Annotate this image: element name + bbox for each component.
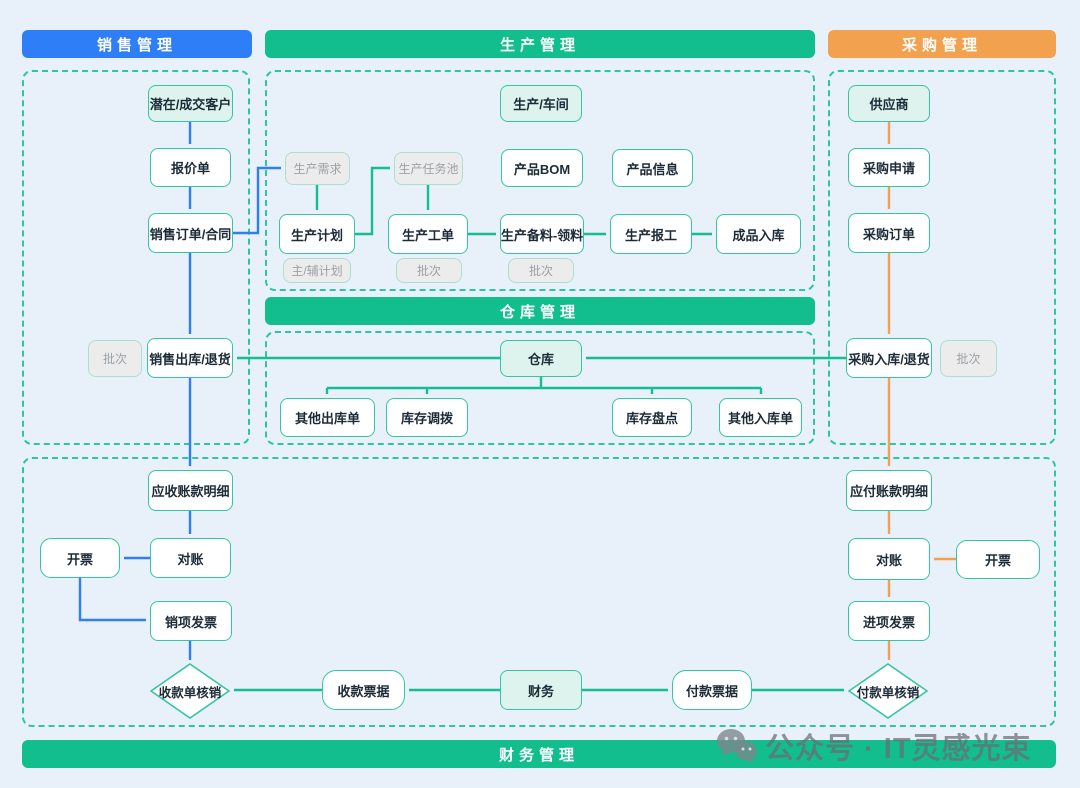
wechat-icon bbox=[717, 729, 757, 763]
node-production-plan: 生产计划 bbox=[279, 214, 355, 254]
zone-finance bbox=[22, 457, 1056, 727]
node-quotation: 报价单 bbox=[150, 148, 231, 187]
header-production-management: 生产管理 bbox=[265, 30, 815, 58]
node-batch-purchase: 批次 bbox=[940, 340, 997, 377]
arrow-order-to-production-demand bbox=[233, 166, 281, 235]
node-payable-detail: 应付账款明细 bbox=[846, 470, 932, 511]
node-sales-order: 销售订单/合同 bbox=[148, 213, 233, 253]
node-reconcile-right: 对账 bbox=[848, 538, 930, 580]
diamond-label: 付款单核销 bbox=[856, 685, 920, 700]
node-product-bom: 产品BOM bbox=[501, 149, 583, 187]
node-sales-invoice: 销项发票 bbox=[150, 601, 232, 641]
node-payment-writeoff: 付款单核销 bbox=[848, 663, 928, 719]
node-other-inbound: 其他入库单 bbox=[719, 398, 802, 437]
diamond-label: 收款单核销 bbox=[158, 685, 222, 700]
diamond-shape bbox=[848, 663, 928, 719]
node-warehouse: 仓库 bbox=[500, 340, 582, 377]
zone-procurement bbox=[828, 70, 1056, 445]
warehouse-branch-trunk bbox=[327, 377, 761, 390]
node-batch-work-order: 批次 bbox=[396, 258, 462, 283]
header-sales-management: 销售管理 bbox=[22, 30, 252, 58]
node-production-task-pool: 生产任务池 bbox=[394, 152, 463, 185]
node-invoice-right: 开票 bbox=[956, 540, 1040, 579]
node-purchase-request: 采购申请 bbox=[848, 148, 930, 187]
arrow-plan-to-task-pool bbox=[355, 166, 390, 236]
header-finance-management: 财务管理 bbox=[22, 740, 1056, 768]
node-production-work-order: 生产工单 bbox=[388, 214, 468, 254]
node-production-material: 生产备料-领料 bbox=[500, 214, 584, 254]
zone-sales bbox=[22, 70, 250, 445]
arrow-invoice-to-sales-invoice bbox=[78, 578, 146, 622]
node-input-invoice: 进项发票 bbox=[848, 601, 930, 641]
node-invoice-left: 开票 bbox=[40, 538, 120, 578]
node-other-outbound: 其他出库单 bbox=[280, 398, 375, 437]
node-batch-sales: 批次 bbox=[88, 340, 142, 377]
node-potential-customer: 潜在/成交客户 bbox=[148, 85, 233, 122]
node-inventory-transfer: 库存调拨 bbox=[386, 398, 468, 437]
node-reconcile-left: 对账 bbox=[150, 538, 231, 578]
node-receivable-detail: 应收账款明细 bbox=[148, 470, 233, 511]
zone-warehouse bbox=[265, 331, 815, 445]
node-receipt-writeoff: 收款单核销 bbox=[150, 663, 230, 719]
node-purchase-inbound: 采购入库/退货 bbox=[846, 338, 932, 378]
node-inventory-count: 库存盘点 bbox=[612, 398, 692, 437]
node-production-workshop: 生产/车间 bbox=[500, 85, 582, 122]
node-main-aux-plan: 主/辅计划 bbox=[283, 258, 351, 283]
node-product-info: 产品信息 bbox=[612, 149, 693, 187]
node-sales-outbound: 销售出库/退货 bbox=[147, 338, 233, 378]
node-finance-hub: 财务 bbox=[500, 670, 582, 710]
node-payment-bill: 付款票据 bbox=[672, 670, 752, 710]
node-receipt-bill: 收款票据 bbox=[322, 670, 405, 710]
header-warehouse-management: 仓库管理 bbox=[265, 297, 815, 325]
node-supplier: 供应商 bbox=[848, 85, 930, 122]
diamond-shape bbox=[150, 663, 230, 719]
zone-production bbox=[265, 70, 815, 291]
node-production-demand: 生产需求 bbox=[285, 152, 350, 185]
node-finished-goods-inbound: 成品入库 bbox=[716, 214, 801, 254]
node-production-report: 生产报工 bbox=[610, 214, 692, 254]
watermark: 公众号 · IT灵感光束 bbox=[716, 725, 1032, 767]
watermark-text: 公众号 · IT灵感光束 bbox=[765, 733, 1032, 765]
node-batch-material: 批次 bbox=[508, 258, 574, 283]
node-purchase-order: 采购订单 bbox=[848, 213, 930, 253]
header-procurement-management: 采购管理 bbox=[828, 30, 1056, 58]
